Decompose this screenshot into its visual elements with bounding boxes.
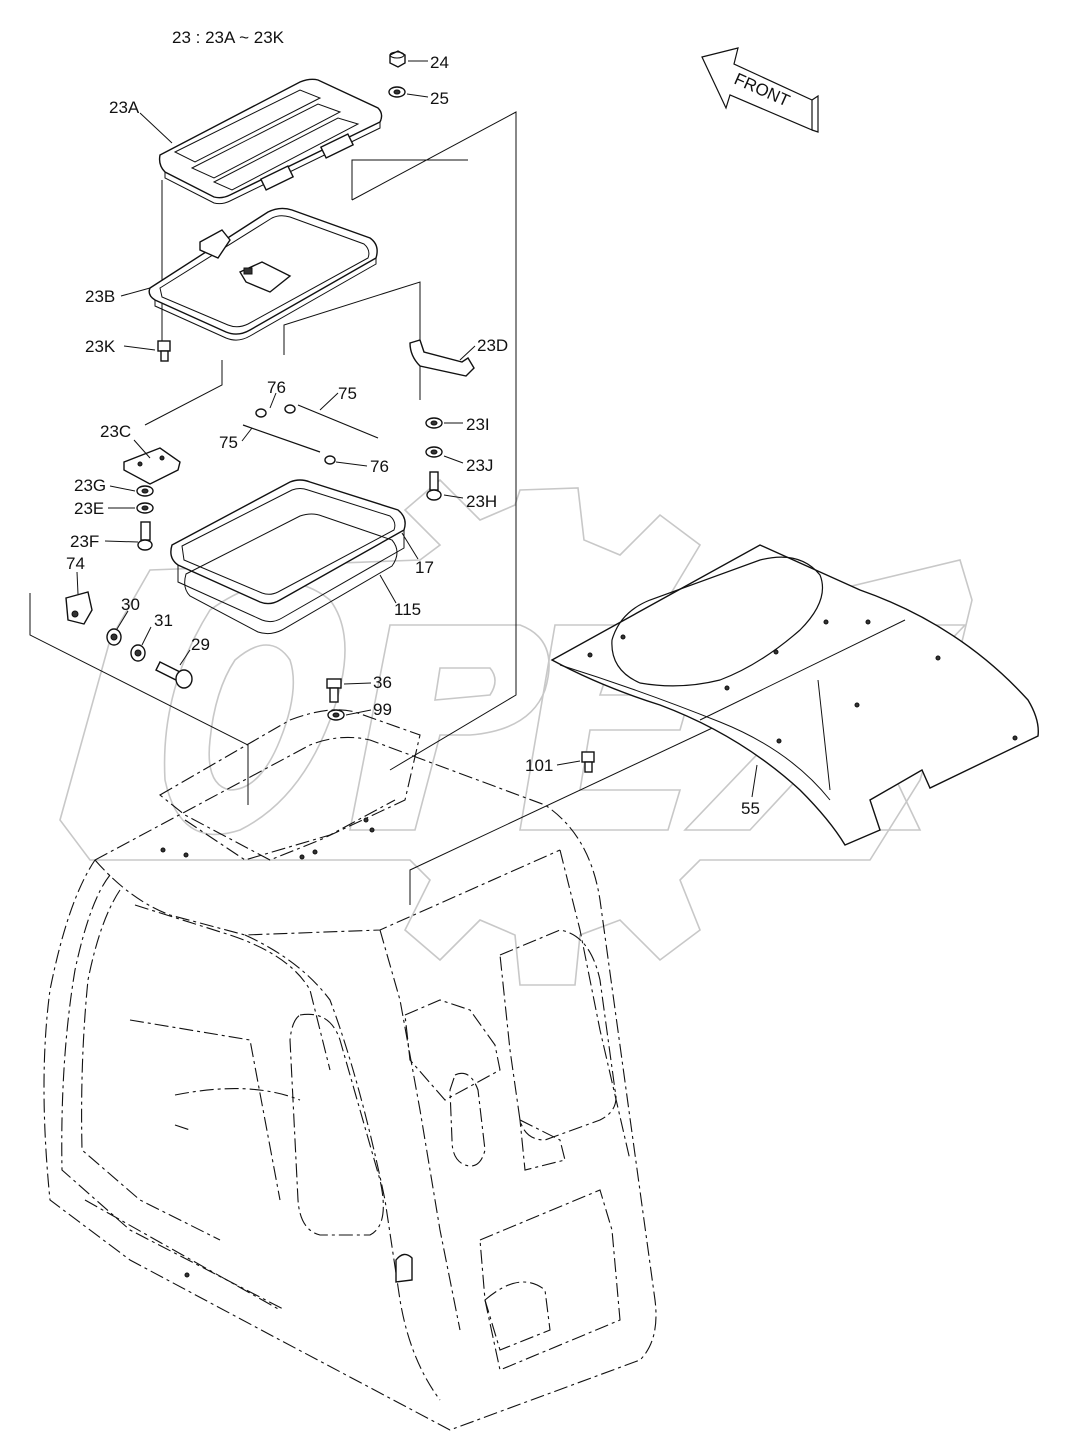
- bracket-23c: [123, 447, 181, 485]
- gas-spring-75-lower: [242, 424, 321, 453]
- washer-99: [327, 709, 345, 721]
- ring-76-lower: [324, 455, 336, 465]
- callout-labels: 24 25 23A 23B 23K 23D 76 75 23C 75 76 23…: [66, 53, 760, 818]
- callout-29: 29: [191, 635, 210, 654]
- roof-cover-55: [550, 544, 1039, 846]
- callout-23k: 23K: [85, 337, 116, 356]
- callout-31: 31: [154, 611, 173, 630]
- callout-115: 115: [394, 600, 421, 619]
- callout-23c: 23C: [100, 422, 131, 441]
- washer-31: [130, 644, 146, 662]
- callout-101: 101: [525, 756, 553, 775]
- hatch-frame-23b: [148, 207, 378, 341]
- callout-23g: 23G: [74, 476, 106, 495]
- callout-23j: 23J: [466, 456, 493, 475]
- callout-75-upper: 75: [338, 384, 357, 403]
- guide-lines: [29, 111, 741, 905]
- bolt-101: [581, 751, 595, 773]
- nut-24: [389, 50, 406, 68]
- gas-spring-75-upper: [297, 404, 379, 439]
- callout-23i: 23I: [466, 415, 490, 434]
- cab-frame: [43, 709, 657, 1431]
- bolt-23h: [426, 471, 442, 501]
- ring-76-upper: [255, 404, 296, 418]
- bolt-36: [326, 678, 342, 703]
- gasket-115: [184, 513, 398, 635]
- bolt-23f: [137, 521, 153, 551]
- washer-23g: [136, 485, 154, 497]
- callout-36: 36: [373, 673, 392, 692]
- bolt-23k: [157, 340, 171, 362]
- callout-55: 55: [741, 799, 760, 818]
- callout-76-upper: 76: [267, 378, 286, 397]
- callout-23h: 23H: [466, 492, 497, 511]
- callout-30: 30: [121, 595, 140, 614]
- washer-25: [388, 86, 406, 98]
- callout-17: 17: [415, 558, 434, 577]
- callout-76-lower: 76: [370, 457, 389, 476]
- callout-99: 99: [373, 700, 392, 719]
- callout-23b: 23B: [85, 287, 115, 306]
- bolt-29: [155, 661, 193, 689]
- front-arrow-icon: FRONT: [701, 47, 819, 133]
- bracket-74: [65, 591, 93, 625]
- washer-23e: [136, 502, 154, 514]
- callout-74: 74: [66, 554, 85, 573]
- roof-hatch-23a: [158, 78, 383, 205]
- group-note: 23 : 23A ~ 23K: [172, 28, 285, 47]
- callout-75-lower: 75: [219, 433, 238, 452]
- callout-23a: 23A: [109, 98, 140, 117]
- washer-23i: [425, 417, 443, 429]
- leader-lines: [76, 60, 758, 798]
- callout-25: 25: [430, 89, 449, 108]
- callout-23f: 23F: [70, 532, 99, 551]
- callout-23e: 23E: [74, 499, 104, 518]
- washer-30: [106, 628, 122, 646]
- handle-23d: [409, 339, 475, 377]
- seal-17: [170, 479, 406, 623]
- washer-23j: [425, 446, 443, 458]
- front-arrow-label: FRONT: [731, 69, 792, 110]
- callout-23d: 23D: [477, 336, 508, 355]
- callout-24: 24: [430, 53, 449, 72]
